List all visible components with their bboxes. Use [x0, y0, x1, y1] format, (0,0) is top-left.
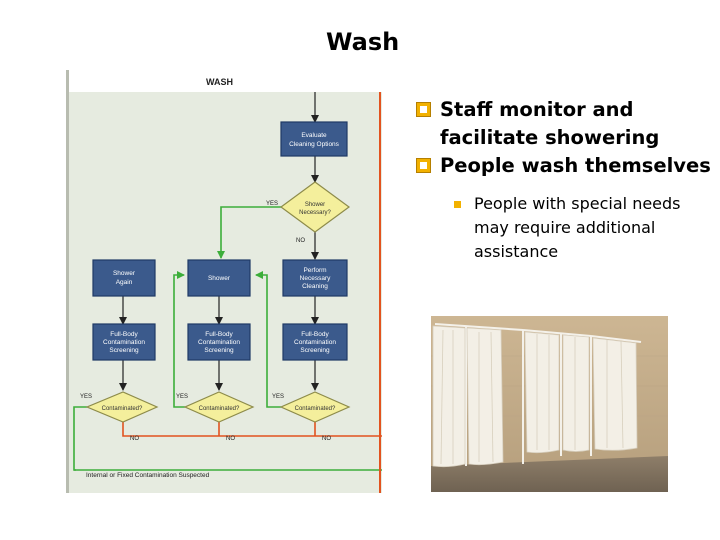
- box-screen-right-line-1: Full-Body: [301, 331, 329, 338]
- diamond-contaminated-mid: Contaminated?: [183, 391, 255, 423]
- diamond-contaminated-right: Contaminated?: [279, 391, 351, 423]
- slide-title: Wash: [326, 28, 400, 56]
- box-perform-cleaning: Perform Necessary Cleaning: [282, 259, 348, 297]
- box-screen-left-line-3: Screening: [109, 347, 139, 354]
- label-yes-right: YES: [272, 394, 284, 400]
- diamond-contaminated-right-text: Contaminated?: [295, 406, 336, 412]
- sub-bullet-text-1: People with special needs may require ad…: [474, 194, 681, 261]
- shower-stalls-photo: [431, 316, 668, 492]
- box-evaluate-cleaning-options: Evaluate Cleaning Options: [280, 121, 348, 157]
- box-screen-right-line-2: Contamination: [294, 339, 336, 346]
- bullet-item-2: People wash themselves: [414, 152, 714, 180]
- wash-flowchart: WASH Evaluate Cleaning Options Perform N…: [66, 70, 382, 493]
- label-no-left: NO: [130, 436, 139, 442]
- box-shower: Shower: [187, 259, 251, 297]
- yes-line-mid: [173, 271, 185, 408]
- flowchart-left-border: [66, 70, 69, 493]
- box-evaluate-line-1: Evaluate: [301, 132, 327, 139]
- box-screen-mid: Full-Body Contamination Screening: [187, 323, 251, 361]
- box-screen-left: Full-Body Contamination Screening: [92, 323, 156, 361]
- box-screen-right: Full-Body Contamination Screening: [282, 323, 348, 361]
- checkbox-bullet-icon: [416, 158, 431, 173]
- box-perform-line-3: Cleaning: [302, 283, 328, 290]
- box-screen-mid-line-3: Screening: [204, 347, 234, 354]
- label-yes-left: YES: [80, 394, 92, 400]
- box-screen-mid-line-1: Full-Body: [205, 331, 233, 338]
- box-shower-again-line-1: Shower: [113, 270, 136, 277]
- box-screen-left-line-1: Full-Body: [110, 331, 138, 338]
- box-shower-again-line-2: Again: [116, 279, 133, 286]
- square-bullet-icon: [454, 201, 461, 208]
- label-no-right: NO: [322, 436, 331, 442]
- yes-line-top: [217, 206, 281, 259]
- diamond-shower-necessary-line-1: Shower: [305, 202, 325, 208]
- flowchart-header: WASH: [206, 77, 233, 87]
- checkbox-bullet-icon: [416, 102, 431, 117]
- box-perform-line-2: Necessary: [300, 275, 331, 282]
- bullet-text-2: People wash themselves: [440, 154, 711, 177]
- box-evaluate-line-2: Cleaning Options: [289, 141, 340, 148]
- label-yes-top: YES: [266, 201, 278, 207]
- diamond-shower-necessary: Shower Necessary?: [279, 181, 351, 233]
- bullet-item-1: Staff monitor and facilitate showering: [414, 96, 714, 152]
- diamond-contaminated-left-text: Contaminated?: [102, 406, 143, 412]
- sub-bullet-item-1: People with special needs may require ad…: [454, 192, 714, 264]
- no-line-bottom: [122, 422, 382, 437]
- diamond-contaminated-left: Contaminated?: [85, 391, 159, 423]
- label-no-top: NO: [296, 238, 305, 244]
- box-perform-line-1: Perform: [303, 267, 326, 274]
- box-shower-line-1: Shower: [208, 275, 231, 282]
- bullet-text-1: Staff monitor and facilitate showering: [440, 98, 660, 149]
- bullet-list: Staff monitor and facilitate showering P…: [414, 96, 714, 264]
- label-no-mid: NO: [226, 436, 235, 442]
- box-shower-again: Shower Again: [92, 259, 156, 297]
- diamond-contaminated-mid-text: Contaminated?: [199, 406, 240, 412]
- diamond-shower-necessary-line-2: Necessary?: [299, 210, 331, 216]
- yes-line-right: [255, 271, 281, 408]
- box-screen-left-line-2: Contamination: [103, 339, 145, 346]
- flowchart-footer: Internal or Fixed Contamination Suspecte…: [86, 472, 210, 479]
- flowchart-header-bar: [66, 70, 382, 92]
- label-yes-mid: YES: [176, 394, 188, 400]
- box-screen-right-line-3: Screening: [300, 347, 330, 354]
- box-screen-mid-line-2: Contamination: [198, 339, 240, 346]
